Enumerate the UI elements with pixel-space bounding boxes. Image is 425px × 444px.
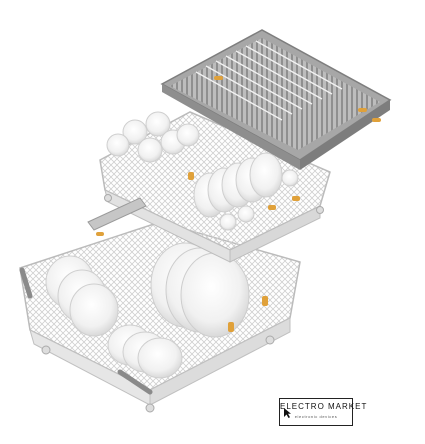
cursor-icon bbox=[284, 408, 291, 418]
brand-name: ELECTRO MARKET bbox=[280, 402, 368, 411]
cutlery-tray-icon bbox=[160, 29, 392, 170]
upper-basket-icon bbox=[87, 111, 331, 263]
lower-basket-icon bbox=[19, 221, 301, 413]
brand-tagline: electronic devices bbox=[294, 414, 338, 419]
brand-logo: ELECTRO MARKET electronic devices bbox=[279, 398, 368, 426]
